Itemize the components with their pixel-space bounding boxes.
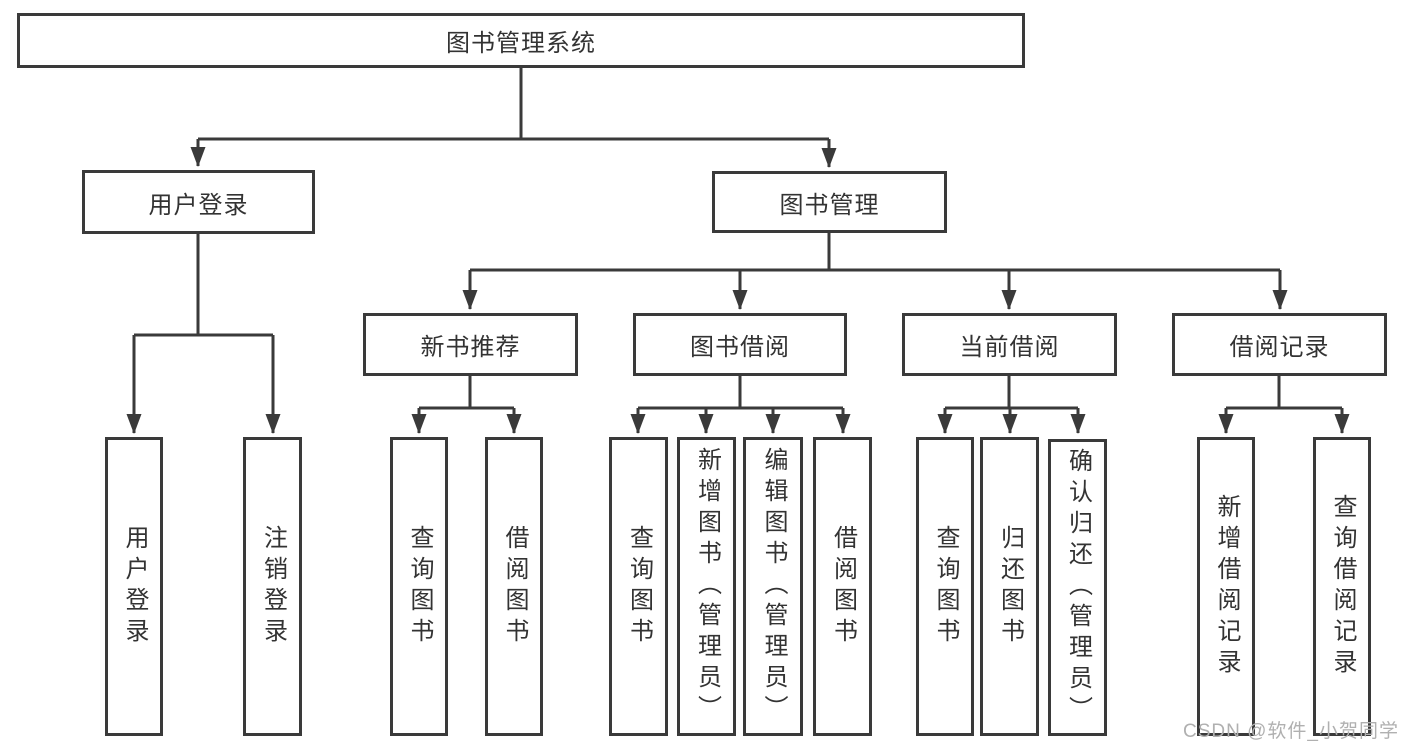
node-book-management: 图书管理 <box>712 171 947 233</box>
leaf-borrow-books: 借阅图书 <box>813 437 872 736</box>
node-book-borrow: 图书借阅 <box>633 313 847 376</box>
node-borrow-records: 借阅记录 <box>1172 313 1387 376</box>
leaf-query-borrow-record: 查询借阅记录 <box>1313 437 1371 736</box>
leaf-edit-books-admin: 编辑图书（管理员） <box>743 437 803 736</box>
leaf-query-books-current: 查询图书 <box>916 437 974 736</box>
leaf-user-login: 用户登录 <box>105 437 163 736</box>
leaf-confirm-return-admin: 确认归还（管理员） <box>1048 439 1107 736</box>
leaf-query-books-recommend: 查询图书 <box>390 437 448 736</box>
leaf-logout: 注销登录 <box>243 437 302 736</box>
leaf-return-books: 归还图书 <box>980 437 1039 736</box>
csdn-watermark: CSDN @软件_小贺同学 <box>1183 721 1399 742</box>
leaf-borrow-books-recommend: 借阅图书 <box>485 437 543 736</box>
leaf-add-books-admin: 新增图书（管理员） <box>677 437 736 736</box>
leaf-add-borrow-record: 新增借阅记录 <box>1197 437 1255 736</box>
node-user-login: 用户登录 <box>82 170 315 234</box>
node-new-book-recommend: 新书推荐 <box>363 313 578 376</box>
node-library-management-system: 图书管理系统 <box>17 13 1025 68</box>
node-current-borrow: 当前借阅 <box>902 313 1117 376</box>
leaf-query-books-borrow: 查询图书 <box>609 437 668 736</box>
